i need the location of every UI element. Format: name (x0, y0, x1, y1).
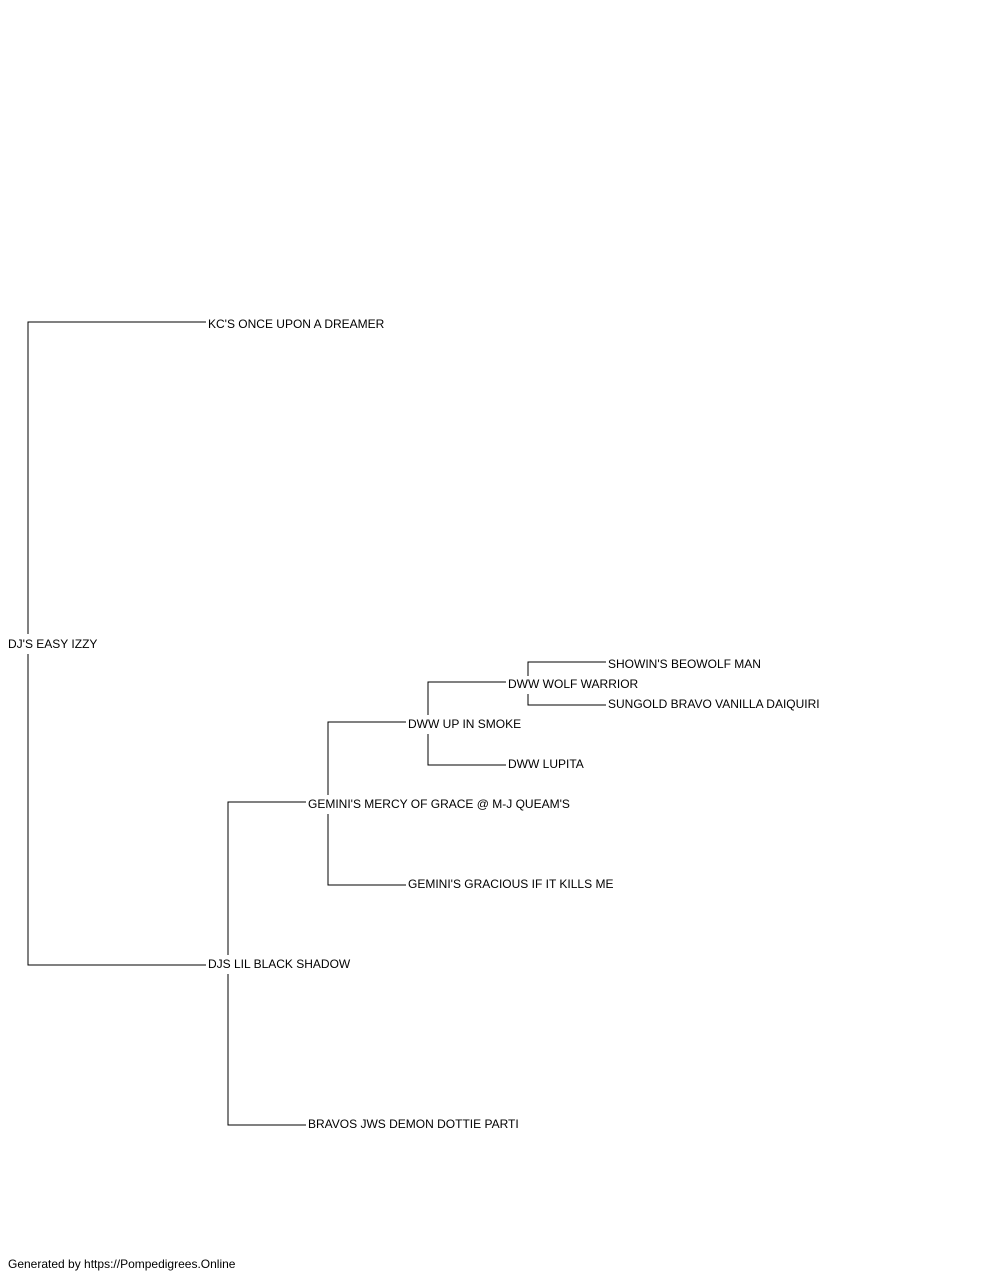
connector-mercy-dam (327, 814, 406, 886)
dam-sire-sire-dam-name: DWW LUPITA (508, 757, 584, 771)
connector-smoke-dam (427, 734, 506, 766)
sire-name: KC'S ONCE UPON A DREAMER (208, 317, 385, 331)
connector-subject-dam (27, 654, 206, 966)
dam-sire-sire-sire-sire-name: SHOWIN'S BEOWOLF MAN (608, 657, 761, 671)
connector-dam-dam (227, 974, 306, 1126)
dam-sire-dam-name: GEMINI'S GRACIOUS IF IT KILLS ME (408, 877, 613, 891)
dam-sire-sire-name: DWW UP IN SMOKE (408, 717, 521, 731)
dam-sire-name: GEMINI'S MERCY OF GRACE @ M-J QUEAM'S (308, 797, 570, 811)
connector-mercy-sire (327, 721, 406, 795)
subject-name: DJ'S EASY IZZY (8, 637, 97, 651)
connector-warrior-sire (527, 661, 606, 676)
connector-smoke-sire (427, 681, 506, 715)
connector-subject-sire (27, 321, 206, 634)
dam-dam-name: BRAVOS JWS DEMON DOTTIE PARTI (308, 1117, 519, 1131)
dam-sire-sire-sire-name: DWW WOLF WARRIOR (508, 677, 639, 691)
footer-credit: Generated by https://Pompedigrees.Online (8, 1257, 236, 1271)
dam-sire-sire-sire-dam-name: SUNGOLD BRAVO VANILLA DAIQUIRI (608, 697, 820, 711)
connector-dam-sire (227, 801, 306, 955)
dam-name: DJS LIL BLACK SHADOW (208, 957, 351, 971)
connector-warrior-dam (527, 694, 606, 706)
